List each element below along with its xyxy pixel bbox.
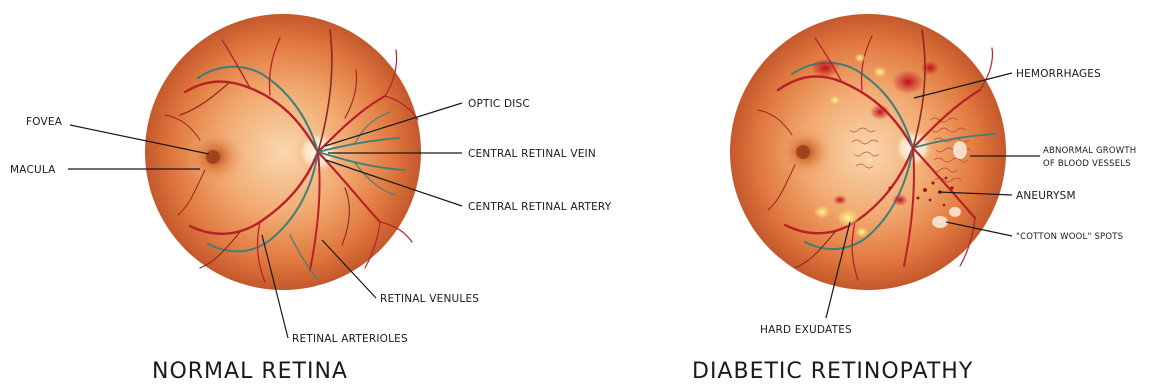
- normal-retina-panel: FOVEA MACULA OPTIC DISC CENTRAL RETINAL …: [10, 14, 612, 384]
- diabetic-fovea: [796, 145, 810, 159]
- label-central-retinal-vein: CENTRAL RETINAL VEIN: [468, 148, 596, 160]
- label-aneurysm: ANEURYSM: [1016, 190, 1076, 202]
- label-abnormal-growth-line2: OF BLOOD VESSELS: [1043, 159, 1131, 169]
- label-cotton-wool: "COTTON WOOL" SPOTS: [1016, 232, 1123, 242]
- label-macula: MACULA: [10, 164, 56, 176]
- label-fovea: FOVEA: [26, 116, 63, 128]
- label-retinal-arterioles: RETINAL ARTERIOLES: [292, 333, 408, 345]
- title-normal-retina: NORMAL RETINA: [152, 359, 348, 384]
- diabetic-retina-panel: HEMORRHAGES ABNORMAL GROWTH OF BLOOD VES…: [692, 14, 1136, 384]
- label-hard-exudates: HARD EXUDATES: [760, 324, 852, 336]
- normal-fovea: [206, 150, 220, 164]
- title-diabetic-retinopathy: DIABETIC RETINOPATHY: [692, 359, 973, 384]
- label-abnormal-growth-line1: ABNORMAL GROWTH: [1043, 146, 1136, 156]
- label-central-retinal-artery: CENTRAL RETINAL ARTERY: [468, 201, 612, 213]
- label-retinal-venules: RETINAL VENULES: [380, 293, 479, 305]
- label-hemorrhages: HEMORRHAGES: [1016, 68, 1101, 80]
- label-optic-disc: OPTIC DISC: [468, 98, 530, 110]
